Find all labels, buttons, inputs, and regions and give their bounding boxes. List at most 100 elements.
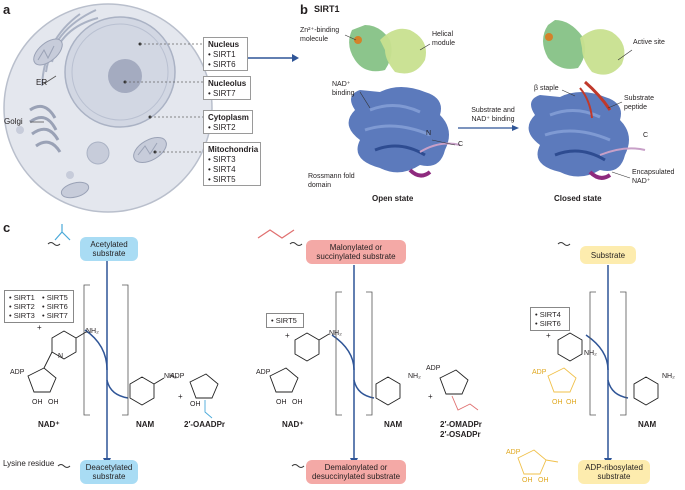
panel-c-letter: c [3,220,11,235]
sirt-label: • SIRT7 [42,311,68,320]
vesicle [86,141,110,165]
osadpr-label: 2′-OSADPr [440,430,481,439]
compartment-name: Mitochondria [208,145,259,154]
col2-sirtuin-box: • SIRT5 [266,313,304,328]
oh-label: OH [522,477,533,484]
nh2-label: NH₂ [408,373,421,380]
plus-sign: + [546,331,551,340]
adp-ribose-product [517,449,559,475]
sirt-label: • SIRT6 [535,319,561,328]
sirt-label: SIRT5 [213,175,236,184]
compartment-mitochondria: Mitochondria • SIRT3 • SIRT4 • SIRT5 [203,142,261,186]
helical-label: Helical module [432,31,455,47]
sirt-label: SIRT6 [213,60,236,69]
adp-ribosylated-substrate-pill: ADP-ribosylated substrate [578,460,650,484]
panel-b-title: SIRT1 [314,4,340,14]
nam-structure-col1 [129,376,165,406]
substrate-pill: Substrate [580,246,636,264]
omadpr-label: 2′-OMADPr [440,420,482,429]
sirt-label: • SIRT5 [271,316,297,325]
nh2-label: NH₂ [86,328,99,335]
nad-label-col2: NAD⁺ [282,420,304,429]
transition-label: Substrate and NAD⁺ binding [471,107,515,123]
nad-structure-col2 [269,332,330,393]
closed-state-structure [528,20,646,180]
rossmann-label: Rossmann fold domain [308,173,355,189]
mitochondrion [133,137,167,163]
golgi [29,104,57,119]
adp-label: ADP [256,369,271,376]
oh-label: OH [32,399,43,406]
adp-label: ADP [532,369,547,376]
n-plus-label: N [58,353,64,360]
oh-label: OH [276,399,287,406]
zn-label: Zn²⁺-binding molecule [300,27,340,43]
adp-label: ADP [10,369,25,376]
encapsulated-label: Encapsulated NAD⁺ [632,169,675,185]
oaadpr-structure [189,373,219,419]
compartment-nucleus: Nucleus • SIRT1 • SIRT6 [203,37,248,71]
acetylated-substrate-pill: Acetylated substrate [80,237,138,261]
oaadpr-label: 2′-OAADPr [184,420,226,429]
nad-binding-label: NAD⁺ binding [332,81,355,97]
nam-label-col2: NAM [384,420,403,429]
plus-sign: + [37,323,42,332]
sirt-label: • SIRT6 [42,302,68,311]
malonylated-substrate-pill: Malonylated or succinylated substrate [306,240,406,264]
nh2-label: NH₂ [662,373,675,380]
sirt-label: SIRT4 [213,165,236,174]
sirt-label: SIRT7 [213,89,236,98]
demalonylated-substrate-pill: Demalonylated or desuccinylated substrat… [306,460,406,484]
open-state-label: Open state [372,194,414,203]
sirt-label: • SIRT1 [9,293,35,302]
col3-sirtuin-box: • SIRT4 • SIRT6 [530,307,570,331]
nad-label-col1: NAD⁺ [38,420,60,429]
nam-label-col3: NAM [638,420,657,429]
beta-staple-label: β staple [534,85,559,92]
nh2-label: NH₂ [164,373,177,380]
compartment-nucleolus: Nucleolus • SIRT7 [203,76,251,100]
nucleolus [108,59,142,93]
sirt-label: • SIRT5 [42,293,68,302]
c-terminus-closed-label: C [643,132,649,139]
plus-sign: + [178,392,183,401]
oh-label: OH [48,399,59,406]
nam-label-col1: NAM [136,420,155,429]
mitochondrion [33,38,63,66]
er-label: ER [36,78,48,87]
c-terminus-label: C [458,141,464,148]
plus-sign: + [285,331,290,340]
substrate-peptide-label: Substrate peptide [624,95,654,111]
compartment-cytoplasm: Cytoplasm • SIRT2 [203,110,253,134]
adp-label: ADP [506,449,521,456]
nad-structure-col3 [547,367,577,393]
lysine-residue-label: Lysine residue [3,459,55,468]
nh2-label: NH₂ [584,350,597,357]
sirt-label: SIRT1 [213,50,236,59]
active-site-label: Active site [633,39,665,46]
adp-label: ADP [170,373,185,380]
nam-structure-col2 [375,376,401,406]
oh-label: OH [538,477,549,484]
oh-label: OH [552,399,563,406]
compartment-name: Nucleolus [208,79,247,88]
plus-sign: + [428,392,433,401]
nh2-label: NH₂ [329,330,342,337]
sirt-label: SIRT3 [213,155,236,164]
adp-label: ADP [426,365,441,372]
closed-state-label: Closed state [554,194,602,203]
omadpr-structure [439,369,479,411]
sirt-label: SIRT2 [213,123,236,132]
nad-structure-col1 [27,330,87,393]
deacetylated-substrate-pill: Deacetylated substrate [80,460,138,484]
n-terminus-label: N [426,130,432,137]
col1-sirtuin-box: • SIRT1 • SIRT5 • SIRT2 • SIRT6 • SIRT3 … [4,290,74,323]
sirt-label: • SIRT4 [535,310,561,319]
sirt-label: • SIRT2 [9,302,35,311]
panel-b-letter: b [300,2,308,17]
golgi-label: Golgi [4,117,23,126]
oh-label: OH [190,401,201,408]
oh-label: OH [292,399,303,406]
compartment-name: Nucleus [208,40,240,49]
